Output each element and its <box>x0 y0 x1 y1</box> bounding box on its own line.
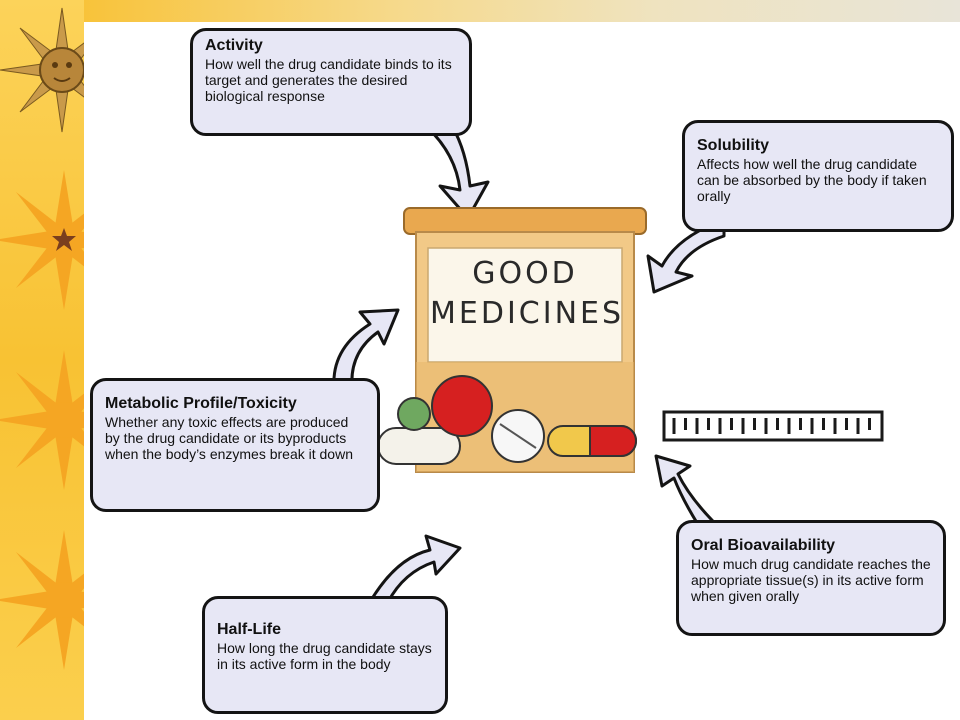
arrow-solubility <box>646 218 726 294</box>
callout-title: Solubility <box>697 137 769 154</box>
callout-title: Activity <box>205 37 263 54</box>
diagram-area: GOOD MEDICINES Activity How well the dru… <box>84 22 960 720</box>
decorative-top-band <box>84 0 960 22</box>
sun-icon-star <box>0 170 84 310</box>
callout-oral: Oral Bioavailability How much drug candi… <box>676 520 946 636</box>
callout-description: Affects how well the drug candidate can … <box>697 156 927 204</box>
measuring-strip <box>662 410 884 442</box>
pills <box>377 375 637 465</box>
callout-metabolic: Metabolic Profile/Toxicity Whether any t… <box>90 378 380 512</box>
sun-icon-plain <box>0 530 84 670</box>
callout-title: Half-Life <box>217 621 281 638</box>
callout-description: How well the drug candidate binds to its… <box>205 56 452 104</box>
callout-title: Oral Bioavailability <box>691 537 836 554</box>
sun-icon-plain <box>0 350 84 490</box>
callout-description: How much drug candidate reaches the appr… <box>691 556 931 604</box>
arrow-halflife <box>368 534 462 604</box>
callout-description: How long the drug candidate stays in its… <box>217 640 432 672</box>
sun-pattern <box>0 7 84 670</box>
arrow-metabolic <box>332 308 400 388</box>
callout-description: Whether any toxic effects are produced b… <box>105 414 353 462</box>
callout-solubility: Solubility Affects how well the drug can… <box>682 120 954 232</box>
diagram-graphics <box>332 124 884 604</box>
bottle-label-line2: MEDICINES <box>430 296 625 331</box>
callout-activity: Activity How well the drug candidate bin… <box>190 28 472 136</box>
arrow-oral <box>654 454 726 542</box>
arrow-activity <box>424 124 490 220</box>
callout-halflife: Half-Life How long the drug candidate st… <box>202 596 448 714</box>
bottle-label-line1: GOOD <box>472 256 578 291</box>
callout-title: Metabolic Profile/Toxicity <box>105 395 297 412</box>
sun-icon-face <box>0 7 84 133</box>
